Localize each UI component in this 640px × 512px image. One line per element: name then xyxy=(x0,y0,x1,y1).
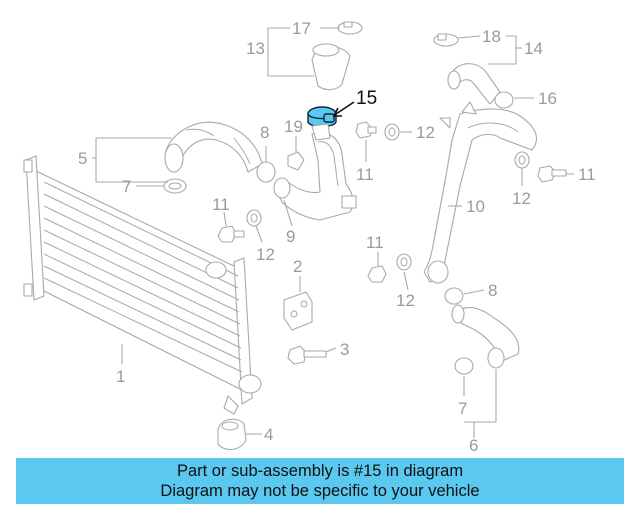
banner-line-2: Diagram may not be specific to your vehi… xyxy=(160,482,480,500)
callout-11-a: 11 xyxy=(212,195,230,214)
callout-3: 3 xyxy=(340,340,349,359)
callout-labels: 1 2 3 4 5 6 7 7 8 8 9 10 11 11 11 11 12 … xyxy=(78,19,596,455)
callout-14: 14 xyxy=(524,39,543,58)
callout-7-left: 7 xyxy=(122,177,131,196)
callout-12-a: 12 xyxy=(256,245,275,264)
banner-line-1: Part or sub-assembly is #15 in diagram xyxy=(176,462,464,480)
mount-4 xyxy=(217,418,247,451)
callout-16: 16 xyxy=(538,89,557,108)
callout-15: 15 xyxy=(356,88,377,109)
charge-air-hose-left xyxy=(163,121,263,194)
bracket xyxy=(283,291,313,331)
callout-6: 6 xyxy=(469,436,478,455)
bolt-11-b xyxy=(355,121,377,139)
charge-pipe-right xyxy=(423,101,538,284)
callout-12-b: 12 xyxy=(416,123,435,142)
bolt-3 xyxy=(287,345,327,365)
callout-8-upper: 8 xyxy=(260,123,269,142)
callout-11-b: 11 xyxy=(356,165,374,184)
upper-right-hose xyxy=(433,33,514,109)
info-banner: Part or sub-assembly is #15 in diagram D… xyxy=(16,458,624,504)
bolt-11-a xyxy=(217,225,245,243)
turbo-outlet-pipe xyxy=(256,123,357,221)
callout-17: 17 xyxy=(292,19,311,38)
intercooler xyxy=(23,155,262,415)
callout-8-lower: 8 xyxy=(488,281,497,300)
callout-12-c: 12 xyxy=(396,291,415,310)
callout-9: 9 xyxy=(286,227,295,246)
callout-4: 4 xyxy=(264,425,273,444)
callout-2: 2 xyxy=(293,257,302,276)
nut-12-c xyxy=(396,253,412,271)
callout-18: 18 xyxy=(482,27,501,46)
callout-5: 5 xyxy=(78,149,87,168)
callout-7-lower: 7 xyxy=(458,399,467,418)
bolt-11-d xyxy=(537,165,567,183)
nut-12-a xyxy=(246,209,262,227)
lower-right-hose xyxy=(444,287,520,375)
callout-19: 19 xyxy=(284,117,303,136)
bolt-11-c xyxy=(367,265,387,283)
callout-11-c: 11 xyxy=(366,233,384,252)
callout-12-d: 12 xyxy=(512,189,531,208)
part-15-hose-clamp xyxy=(307,106,337,128)
callout-11-d: 11 xyxy=(578,165,596,184)
nut-12-b xyxy=(384,123,400,141)
callout-10: 10 xyxy=(466,197,485,216)
parts-diagram: 1 2 3 4 5 6 7 7 8 8 9 10 11 11 11 11 12 … xyxy=(23,19,596,455)
callout-1: 1 xyxy=(116,367,125,386)
callout-13: 13 xyxy=(246,39,265,58)
leader-lines xyxy=(92,27,574,438)
upper-pipe xyxy=(311,21,363,91)
nut-12-d xyxy=(514,151,530,169)
